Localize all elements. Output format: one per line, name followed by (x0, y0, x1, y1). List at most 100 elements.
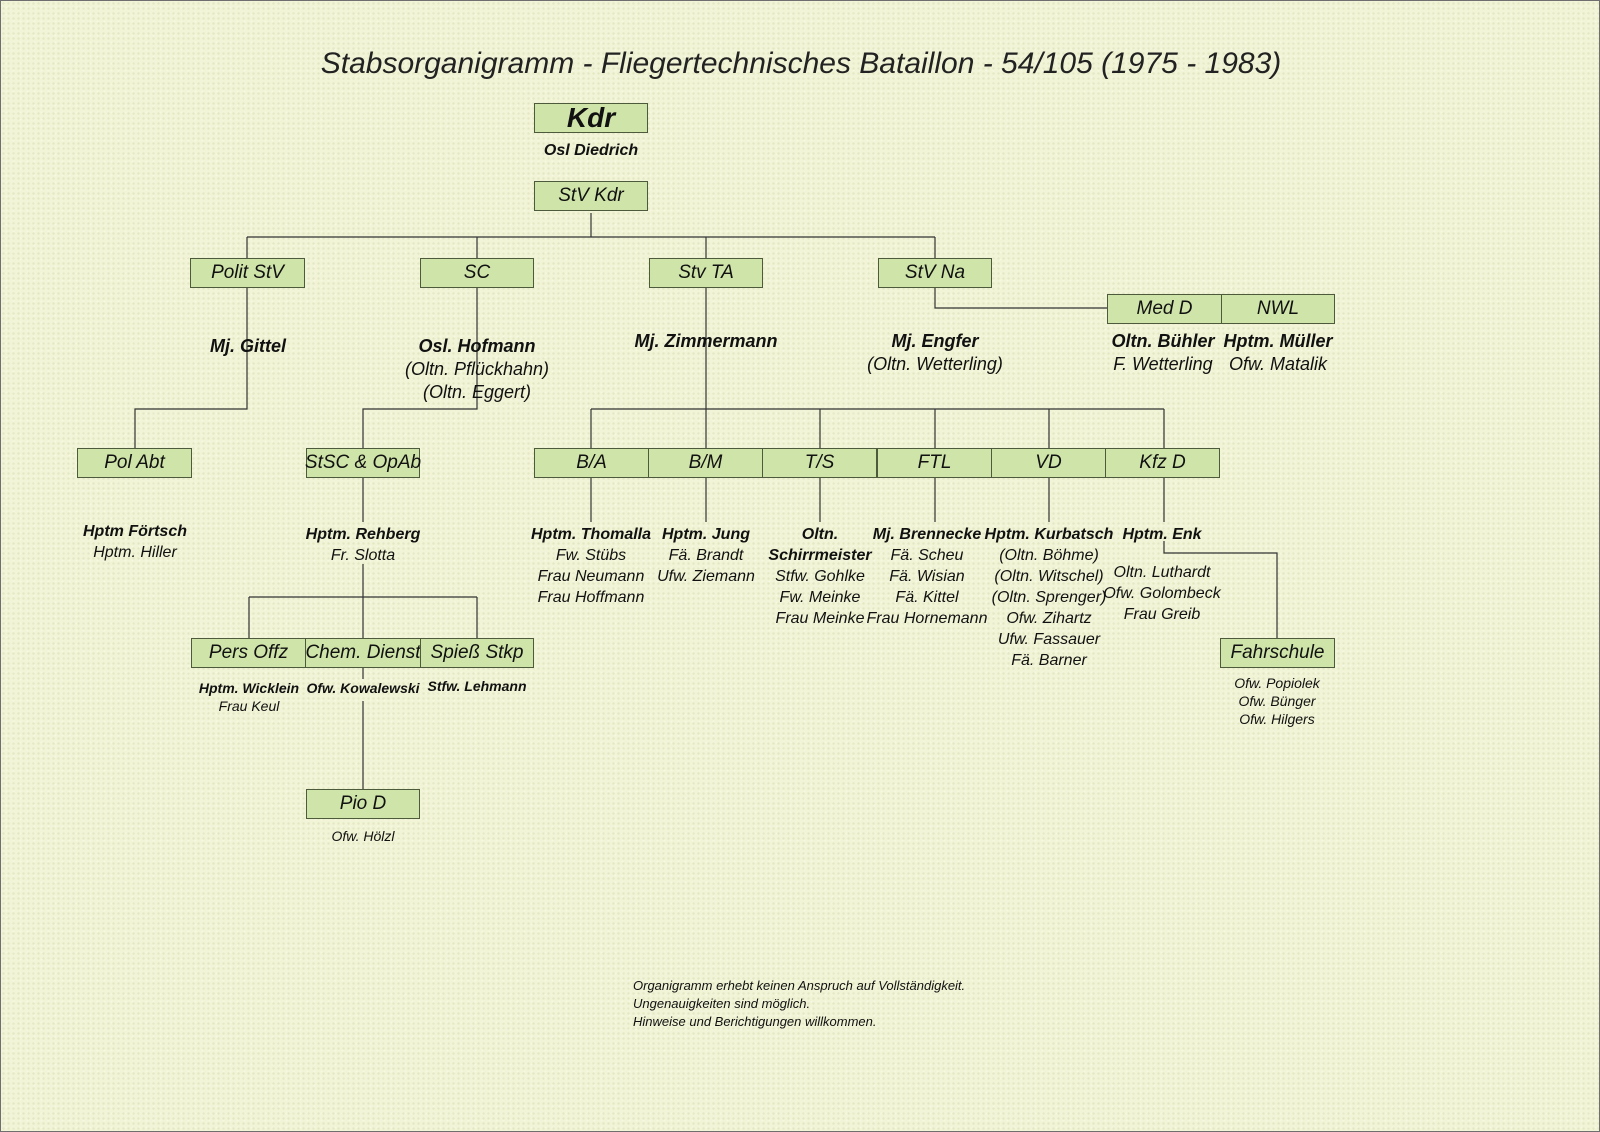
staff-kfz-d-lead: Hptm. Enk (1122, 524, 1201, 545)
staff-kfz-d: Oltn. Luthardt Ofw. Golombeck Frau Greib (1103, 562, 1220, 625)
staff-chem-dienst: Ofw. Kowalewski (306, 679, 419, 697)
staff-name: Frau Meinke (775, 610, 865, 627)
staff-b-a: Hptm. Thomalla Fw. Stübs Frau Neumann Fr… (531, 524, 651, 608)
unit-pol-abt[interactable]: Pol Abt (77, 448, 192, 478)
staff-t-s: Oltn. Schirrmeister Stfw. Gohlke Fw. Mei… (768, 524, 871, 629)
staff-name: Fw. Stübs (555, 547, 627, 564)
staff-name: Ofw. Bünger (1238, 693, 1316, 709)
connector (248, 478, 478, 638)
unit-pio-d[interactable]: Pio D (306, 789, 420, 819)
unit-t-s[interactable]: T/S (762, 448, 877, 478)
staff-name: Ofw. Golombeck (1103, 585, 1221, 602)
staff-name: Ofw. Kowalewski (306, 680, 420, 696)
connector (590, 478, 1165, 522)
connector (362, 288, 478, 448)
unit-b-m[interactable]: B/M (648, 448, 763, 478)
staff-name: Hptm. Müller (1223, 331, 1333, 351)
staff-name: Frau Hornemann (866, 610, 988, 627)
staff-name: Hptm. Kurbatsch (984, 526, 1114, 543)
staff-pol-abt: Hptm Förtsch Hptm. Hiller (83, 521, 187, 563)
staff-name: (Oltn. Böhme) (999, 547, 1099, 564)
note-line: Ungenauigkeiten sind möglich. (633, 996, 811, 1011)
staff-name: Hptm. Wicklein (198, 680, 300, 696)
staff-pio-d: Ofw. Hölzl (331, 827, 394, 845)
staff-name: Oltn. Bühler (1111, 331, 1215, 351)
staff-name: Frau Greib (1123, 606, 1201, 623)
staff-name: Oltn. (801, 526, 839, 543)
staff-med-d: Oltn. Bühler F. Wetterling (1112, 330, 1215, 376)
staff-name: Frau Neumann (537, 568, 645, 585)
note-line: Hinweise und Berichtigungen willkommen. (633, 1014, 877, 1029)
staff-name: (Oltn. Sprenger) (991, 589, 1107, 606)
staff-fahrschule: Ofw. Popiolek Ofw. Bünger Ofw. Hilgers (1234, 674, 1320, 728)
unit-med-d[interactable]: Med D (1107, 294, 1222, 324)
staff-name: Oltn. Luthardt (1113, 564, 1211, 581)
staff-pers-offz: Hptm. Wicklein Frau Keul (199, 679, 299, 715)
staff-name: Hptm. Thomalla (530, 526, 652, 543)
connector (246, 213, 936, 258)
connector (934, 288, 1107, 309)
staff-name: (Oltn. Eggert) (422, 382, 532, 402)
staff-b-m: Hptm. Jung Fä. Brandt Ufw. Ziemann (657, 524, 755, 587)
staff-vd: Hptm. Kurbatsch (Oltn. Böhme) (Oltn. Wit… (985, 524, 1114, 671)
staff-polit-stv: Mj. Gittel (210, 335, 286, 358)
unit-fahrschule[interactable]: Fahrschule (1220, 638, 1335, 668)
staff-name: Mj. Engfer (891, 331, 979, 351)
staff-name: Fr. Slotta (330, 547, 396, 564)
staff-name: Osl Diedrich (543, 142, 639, 159)
staff-name: Fw. Meinke (779, 589, 861, 606)
unit-stv-ta[interactable]: Stv TA (649, 258, 763, 288)
connector (1163, 541, 1278, 638)
unit-b-a[interactable]: B/A (534, 448, 649, 478)
unit-vd[interactable]: VD (991, 448, 1106, 478)
unit-stv-na[interactable]: StV Na (878, 258, 992, 288)
disclaimer-note: Organigramm erhebt keinen Anspruch auf V… (633, 977, 965, 1031)
unit-sc[interactable]: SC (420, 258, 534, 288)
staff-name: Fä. Brandt (668, 547, 744, 564)
note-line: Organigramm erhebt keinen Anspruch auf V… (633, 978, 966, 993)
unit-spiess-stkp[interactable]: Spieß Stkp (420, 638, 534, 668)
staff-name: Fä. Kittel (895, 589, 959, 606)
staff-nwl: Hptm. Müller Ofw. Matalik (1223, 330, 1332, 376)
staff-name: Mj. Zimmermann (634, 331, 778, 351)
unit-ftl[interactable]: FTL (877, 448, 992, 478)
staff-stv-na: Mj. Engfer (Oltn. Wetterling) (867, 330, 1003, 376)
unit-stv-kdr[interactable]: StV Kdr (534, 181, 648, 211)
staff-name: Schirrmeister (768, 547, 872, 564)
unit-kdr[interactable]: Kdr (534, 102, 648, 133)
staff-name: Fä. Scheu (890, 547, 964, 564)
staff-name: Osl. Hofmann (418, 336, 536, 356)
staff-name: Ofw. Matalik (1228, 354, 1328, 374)
staff-ftl: Mj. Brennecke Fä. Scheu Fä. Wisian Fä. K… (867, 524, 988, 629)
unit-polit-stv[interactable]: Polit StV (190, 258, 305, 288)
staff-name: F. Wetterling (1113, 354, 1213, 374)
staff-kdr: Osl Diedrich (544, 140, 638, 161)
unit-pers-offz[interactable]: Pers Offz (191, 638, 306, 668)
unit-kfz-d[interactable]: Kfz D (1105, 448, 1220, 478)
staff-name: Ufw. Fassauer (997, 631, 1101, 648)
unit-nwl[interactable]: NWL (1221, 294, 1335, 324)
staff-name: Mj. Gittel (210, 336, 286, 356)
connector (590, 288, 1165, 448)
staff-name: Hptm. Hiller (93, 544, 177, 561)
staff-name: Hptm. Rehberg (305, 526, 421, 543)
staff-name: Ufw. Ziemann (657, 568, 755, 585)
unit-stsc-opab[interactable]: StSC & OpAb (305, 448, 421, 478)
staff-spiess-stkp: Stfw. Lehmann (427, 677, 526, 695)
staff-sc: Osl. Hofmann (Oltn. Pflückhahn) (Oltn. E… (405, 335, 549, 404)
staff-name: Ofw. Popiolek (1234, 675, 1320, 691)
staff-name: Ofw. Zihartz (1006, 610, 1092, 627)
chart-title: Stabsorganigramm - Fliegertechnisches Ba… (320, 47, 1282, 80)
staff-name: Fä. Barner (1011, 652, 1087, 669)
staff-name: Fä. Wisian (889, 568, 965, 585)
staff-name: Frau Hoffmann (537, 589, 645, 606)
staff-name: (Oltn. Witschel) (994, 568, 1104, 585)
staff-stv-ta: Mj. Zimmermann (634, 330, 777, 353)
staff-stsc-opab: Hptm. Rehberg Fr. Slotta (306, 524, 421, 566)
staff-name: (Oltn. Pflückhahn) (404, 359, 550, 379)
connector (134, 288, 248, 448)
staff-name: Stfw. Lehmann (427, 678, 527, 694)
unit-chem-dienst[interactable]: Chem. Dienst (305, 638, 421, 668)
